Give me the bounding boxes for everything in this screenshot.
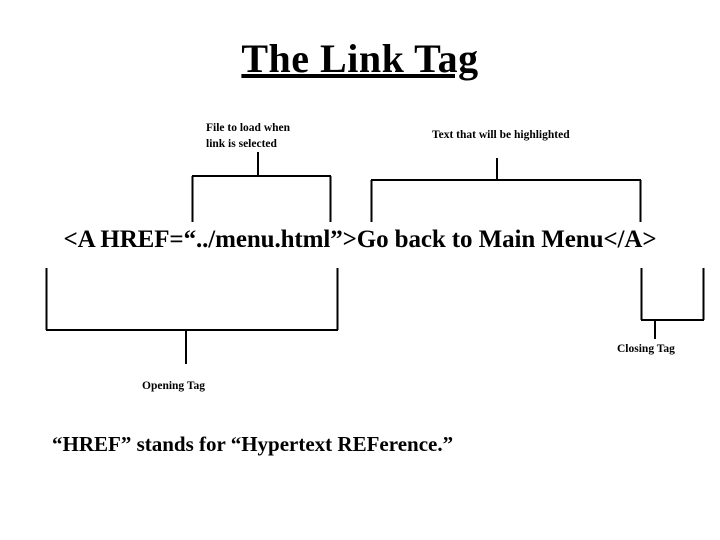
- anchor-tag-code-example: <A HREF=“../menu.html”>Go back to Main M…: [63, 226, 657, 253]
- callout-closing-tag: Closing Tag: [617, 343, 675, 355]
- page-title: The Link Tag: [241, 36, 479, 81]
- callout-file-to-load: File to load when link is selected: [206, 122, 291, 151]
- callout-opening-tag: Opening Tag: [142, 380, 205, 392]
- callout-highlighted-text: Text that will be highlighted: [432, 129, 570, 141]
- href-definition-note: “HREF” stands for “Hypertext REFerence.”: [52, 432, 454, 456]
